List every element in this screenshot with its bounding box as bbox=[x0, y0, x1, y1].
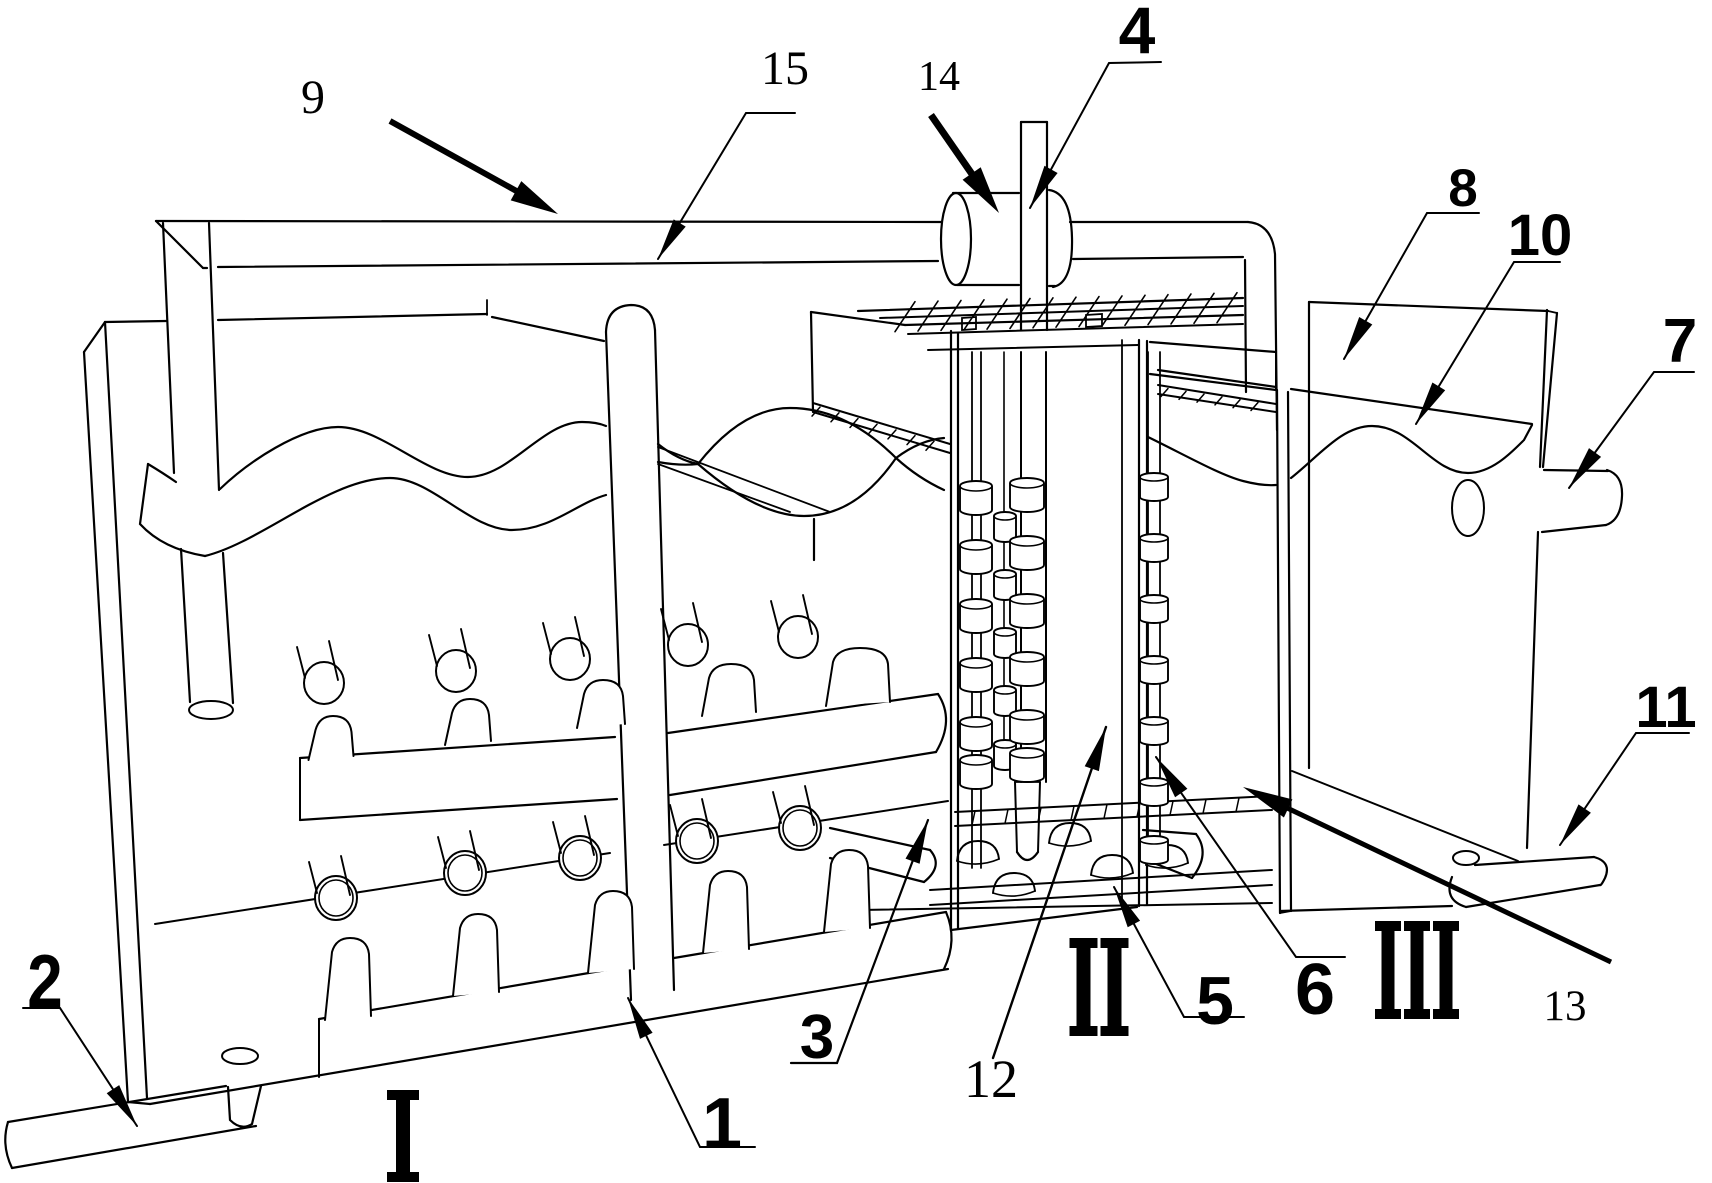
svg-text:9: 9 bbox=[301, 71, 325, 124]
svg-text:12: 12 bbox=[964, 1049, 1018, 1109]
svg-text:8: 8 bbox=[1448, 159, 1477, 218]
svg-text:6: 6 bbox=[1295, 950, 1335, 1030]
svg-text:15: 15 bbox=[761, 42, 809, 95]
svg-text:10: 10 bbox=[1508, 203, 1573, 268]
svg-text:13: 13 bbox=[1544, 983, 1587, 1030]
svg-text:2: 2 bbox=[27, 939, 62, 1023]
svg-text:1: 1 bbox=[702, 1084, 742, 1164]
svg-text:3: 3 bbox=[800, 1003, 834, 1072]
svg-text:14: 14 bbox=[918, 54, 960, 100]
svg-text:4: 4 bbox=[1119, 0, 1156, 67]
svg-text:5: 5 bbox=[1196, 963, 1234, 1039]
svg-text:7: 7 bbox=[1663, 307, 1697, 376]
svg-text:11: 11 bbox=[1635, 675, 1696, 740]
